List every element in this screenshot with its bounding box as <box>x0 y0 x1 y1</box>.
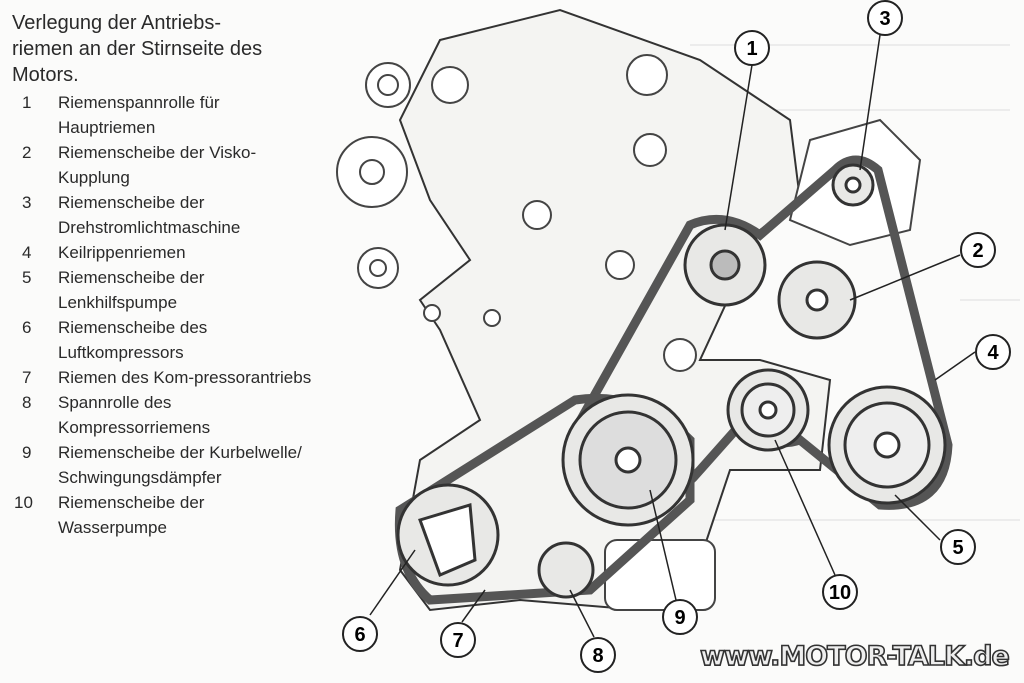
legend-item: 6 Riemenscheibe des Luftkompressors <box>22 315 312 365</box>
legend-text: Riemenscheibe der Kurbelwelle/ Schwingun… <box>58 443 302 487</box>
legend-item: 1 Riemenspannrolle für Hauptriemen <box>22 90 312 140</box>
legend-number: 4 <box>22 243 32 262</box>
legend-item: 3 Riemenscheibe der Drehstromlichtmaschin… <box>22 190 312 240</box>
legend-number: 7 <box>22 368 32 387</box>
callouts: 1 2 3 4 5 6 7 8 9 10 <box>342 0 1011 673</box>
pulley-9-crankshaft <box>561 393 695 527</box>
callout-6: 6 <box>342 616 378 652</box>
pulley-8-compressor-tensioner <box>537 541 595 599</box>
callout-label: 6 <box>354 624 365 646</box>
engine-parts <box>336 54 922 611</box>
callout-label: 4 <box>987 342 999 364</box>
legend-item: 2 Riemenscheibe der Visko-Kupplung <box>22 140 312 190</box>
legend-text: Spannrolle des Kompressorriemens <box>58 393 211 437</box>
legend-number: 5 <box>22 268 32 287</box>
legend-number: 1 <box>22 93 32 112</box>
pulley-3-alternator <box>831 163 875 207</box>
legend-number: 3 <box>22 193 32 212</box>
pulley-5-power-steering <box>827 385 947 505</box>
legend-text: Riemenscheibe des Luftkompressors <box>58 318 208 362</box>
callout-5: 5 <box>940 529 976 565</box>
legend-item: 9 Riemenscheibe der Kurbelwelle/ Schwingu… <box>22 440 312 490</box>
legend-text: Riemenscheibe der Visko-Kupplung <box>58 143 257 187</box>
callout-9: 9 <box>662 599 698 635</box>
legend-item: 10 Riemenscheibe der Wasserpumpe <box>14 490 312 540</box>
callout-label: 10 <box>829 582 851 604</box>
legend-number: 8 <box>22 393 32 412</box>
callout-leaders <box>369 34 976 638</box>
callout-4: 4 <box>975 334 1011 370</box>
legend-number: 2 <box>22 143 32 162</box>
legend-number: 6 <box>22 318 32 337</box>
legend-item: 5 Riemenscheibe der Lenkhilfspumpe <box>22 265 312 315</box>
pulley-10-water-pump <box>726 368 810 452</box>
legend-text: Keilrippenriemen <box>58 243 186 262</box>
legend-text: Riemenscheibe der Lenkhilfspumpe <box>58 268 205 312</box>
legend-number: 9 <box>22 443 32 462</box>
callout-label: 3 <box>879 8 890 30</box>
legend-number: 10 <box>14 493 33 512</box>
pulley-2-visco-clutch <box>777 260 857 340</box>
callout-label: 8 <box>592 645 603 667</box>
callout-label: 5 <box>952 537 963 559</box>
callout-label: 7 <box>452 630 463 652</box>
callout-label: 2 <box>972 240 983 262</box>
legend-item: 7 Riemen des Kom-pressorantriebs <box>22 365 312 390</box>
callout-2: 2 <box>960 232 996 268</box>
legend-text: Riemenspannrolle für Hauptriemen <box>58 93 220 137</box>
pulley-6-air-compressor <box>396 483 500 587</box>
callout-10: 10 <box>822 574 858 610</box>
callout-label: 9 <box>674 607 685 629</box>
text-column: Verlegung der Antriebs-riemen an der Sti… <box>12 10 312 540</box>
watermark: www.MOTOR-TALK.de <box>699 640 1010 673</box>
callout-7: 7 <box>440 622 476 658</box>
callout-8: 8 <box>580 637 616 673</box>
legend-text: Riemenscheibe der Wasserpumpe <box>58 493 205 537</box>
callout-label: 1 <box>746 38 757 60</box>
legend-item: 4 Keilrippenriemen <box>22 240 312 265</box>
legend-text: Riemen des Kom-pressorantriebs <box>58 368 312 387</box>
legend-item: 8 Spannrolle des Kompressorriemens <box>22 390 312 440</box>
diagram-caption: Verlegung der Antriebs-riemen an der Sti… <box>12 12 263 86</box>
pulley-1-belt-tensioner <box>683 223 767 307</box>
legend-text: Riemenscheibe der Drehstromlichtmaschine <box>58 193 241 237</box>
callout-3: 3 <box>867 0 903 36</box>
callout-1: 1 <box>734 30 770 66</box>
